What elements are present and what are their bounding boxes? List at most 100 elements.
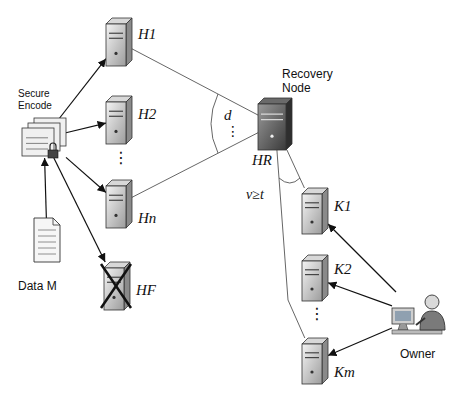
flow-arrow	[66, 157, 106, 192]
server-side	[126, 18, 132, 66]
node-label: H2	[138, 106, 156, 123]
flow-arrow	[328, 283, 392, 306]
storage-server: H2	[106, 96, 132, 144]
drive-slot	[305, 352, 319, 353]
data-document-icon	[34, 218, 60, 262]
drive-slot	[109, 111, 123, 112]
storage-server-icon	[106, 96, 132, 144]
node-label: H1	[138, 26, 156, 43]
storage-server: Hn	[106, 180, 132, 228]
failure-cross	[101, 264, 131, 308]
ellipsis-dots: ⋮	[113, 150, 129, 166]
lock-shackle	[50, 143, 56, 150]
server-side	[322, 188, 328, 234]
server-front	[258, 104, 286, 150]
flow-arrow	[328, 224, 396, 292]
power-led	[310, 220, 313, 223]
server-side	[322, 255, 328, 301]
power-led	[310, 287, 313, 290]
flow-arrow	[328, 328, 392, 355]
node-label: HF	[136, 282, 156, 299]
monitor	[392, 308, 414, 324]
page-line	[26, 149, 48, 150]
node-label: Secure Encode	[18, 88, 70, 111]
storage-server-icon	[106, 180, 132, 228]
link-line	[132, 133, 258, 198]
server-front	[302, 344, 322, 384]
flow-arrow	[45, 158, 47, 218]
drive-slot	[305, 202, 319, 203]
drive-slot	[305, 269, 319, 270]
power-led	[310, 370, 313, 373]
key-server-icon	[302, 255, 328, 301]
text-line	[38, 248, 56, 249]
server-front	[106, 186, 126, 228]
failure-cross	[101, 264, 131, 308]
drive-slot	[261, 114, 283, 115]
server-front	[106, 102, 126, 144]
node-label: Owner	[400, 348, 435, 362]
angle-arc	[211, 94, 218, 153]
text-line	[38, 236, 56, 237]
document-page	[34, 218, 60, 262]
server-side	[126, 180, 132, 228]
desk	[392, 330, 442, 334]
power-led	[114, 214, 117, 217]
recovery-server: Recovery NodeHR	[258, 98, 292, 150]
link-line	[132, 49, 258, 115]
owner-figure: Owner	[392, 292, 448, 340]
angle-arc	[279, 178, 300, 183]
encoder-stack: Secure Encode	[22, 118, 66, 158]
node-sublabel: HR	[252, 152, 272, 169]
page-line	[26, 137, 48, 138]
power-led	[112, 296, 115, 299]
storage-server-icon	[106, 18, 132, 66]
node-label: Data M	[18, 280, 57, 294]
power-led	[114, 52, 117, 55]
drive-slot	[109, 195, 123, 196]
server-front	[302, 261, 322, 301]
power-led	[114, 130, 117, 133]
ellipsis-dots: ⋮	[226, 124, 240, 138]
page-line	[26, 143, 48, 144]
drive-slot	[109, 38, 123, 39]
server-side	[322, 338, 328, 384]
key-server: Km	[302, 338, 328, 384]
encoder-stack-icon	[22, 118, 66, 158]
symbol-label: d	[224, 108, 232, 123]
person-arm	[416, 318, 425, 325]
flow-arrow	[66, 123, 106, 133]
ellipsis-dots: ⋮	[309, 306, 325, 322]
link-line	[277, 150, 305, 338]
person-head	[425, 295, 439, 309]
key-server-icon	[302, 338, 328, 384]
monitor-stand	[398, 324, 408, 330]
power-led	[270, 135, 273, 138]
server-front	[106, 24, 126, 66]
node-label: K1	[334, 198, 352, 215]
text-line	[38, 242, 56, 243]
key-server: K2	[302, 255, 328, 301]
node-label: Km	[334, 364, 355, 381]
text-line	[38, 254, 56, 255]
drive-slot	[109, 33, 123, 34]
key-server-icon	[302, 188, 328, 234]
symbol-label: v≥t	[246, 188, 264, 202]
node-label: Recovery Node	[282, 68, 342, 96]
monitor-screen	[395, 311, 411, 321]
server-side	[286, 98, 292, 150]
flow-arrow	[60, 59, 106, 118]
storage-server: H1	[106, 18, 132, 66]
server-front	[302, 194, 322, 234]
person-body	[420, 311, 445, 330]
drive-slot	[109, 116, 123, 117]
node-label: Hn	[138, 210, 156, 227]
page-fold	[53, 218, 60, 225]
lock-body	[48, 150, 58, 158]
owner-figure-icon	[392, 292, 448, 340]
node-label: K2	[334, 261, 352, 278]
drive-slot	[305, 357, 319, 358]
recovery-server-icon	[258, 98, 292, 150]
